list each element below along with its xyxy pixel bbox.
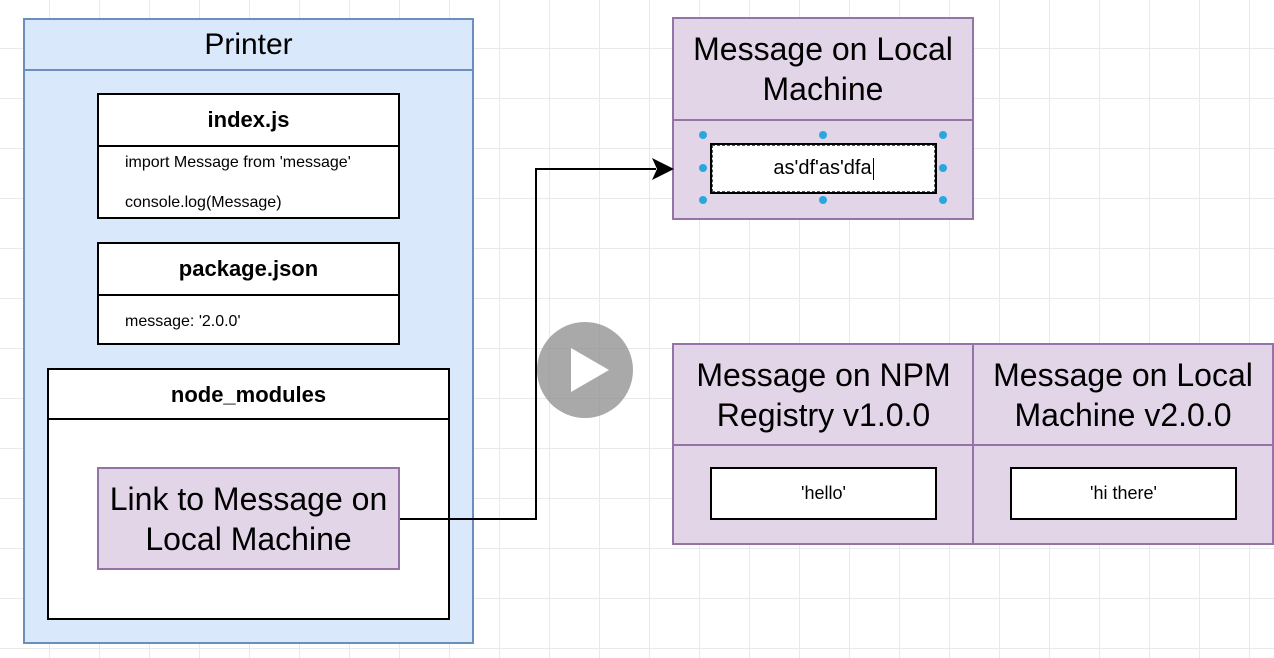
text-cursor <box>872 157 874 180</box>
selection-handle-top-left[interactable] <box>699 131 707 139</box>
local-machine-v2-title: Message on Local Machine v2.0.0 <box>993 357 1253 433</box>
index-js-title: index.js <box>207 107 290 132</box>
local-machine-v2-value-box[interactable]: 'hi there' <box>1010 467 1237 520</box>
printer-title-divider <box>25 69 472 71</box>
index-js-box[interactable]: index.js import Message from 'message' c… <box>97 93 400 219</box>
printer-title: Printer <box>204 28 293 61</box>
link-to-message-box[interactable]: Link to Message on Local Machine <box>97 467 400 570</box>
play-icon <box>571 348 609 392</box>
npm-registry-value-text: 'hello' <box>801 483 846 503</box>
selection-handle-bottom-left[interactable] <box>699 196 707 204</box>
package-json-divider <box>99 294 398 296</box>
npm-registry-divider <box>674 444 973 446</box>
selection-handle-bottom-right[interactable] <box>939 196 947 204</box>
index-js-line-2: console.log(Message) <box>125 194 282 211</box>
video-play-button[interactable] <box>537 322 633 418</box>
local-machine-divider <box>674 119 972 121</box>
selection-handle-top-center[interactable] <box>819 131 827 139</box>
npm-registry-title: Message on NPM Registry v1.0.0 <box>696 357 951 433</box>
index-js-line-1: import Message from 'message' <box>125 154 351 171</box>
selection-handle-bottom-center[interactable] <box>819 196 827 204</box>
connector-arrowhead <box>652 158 674 180</box>
local-machine-v2-divider <box>974 444 1272 446</box>
node-modules-title: node_modules <box>170 382 327 407</box>
selection-handle-top-right[interactable] <box>939 131 947 139</box>
local-machine-title: Message on Local Machine <box>693 31 953 107</box>
package-json-line-1: message: '2.0.0' <box>125 313 241 330</box>
local-machine-v2-clip: Message on Local Machine v2.0.0 'hi ther… <box>972 343 1274 545</box>
selection-handle-middle-right[interactable] <box>939 164 947 172</box>
package-json-title: package.json <box>178 256 319 281</box>
index-js-divider <box>99 145 398 147</box>
selection-handle-middle-left[interactable] <box>699 164 707 172</box>
link-to-message-label: Link to Message on Local Machine <box>109 480 388 557</box>
node-modules-divider <box>49 418 448 420</box>
package-json-box[interactable]: package.json message: '2.0.0' <box>97 242 400 345</box>
local-machine-value-text: as'df'as'dfa <box>773 157 872 179</box>
connector-line <box>400 168 656 520</box>
npm-registry-value-box[interactable]: 'hello' <box>710 467 937 520</box>
link-connector-arrow[interactable] <box>0 0 1193 658</box>
local-machine-v2-value-text: 'hi there' <box>1090 483 1157 503</box>
local-machine-value-editor[interactable]: as'df'as'dfa <box>710 143 937 194</box>
